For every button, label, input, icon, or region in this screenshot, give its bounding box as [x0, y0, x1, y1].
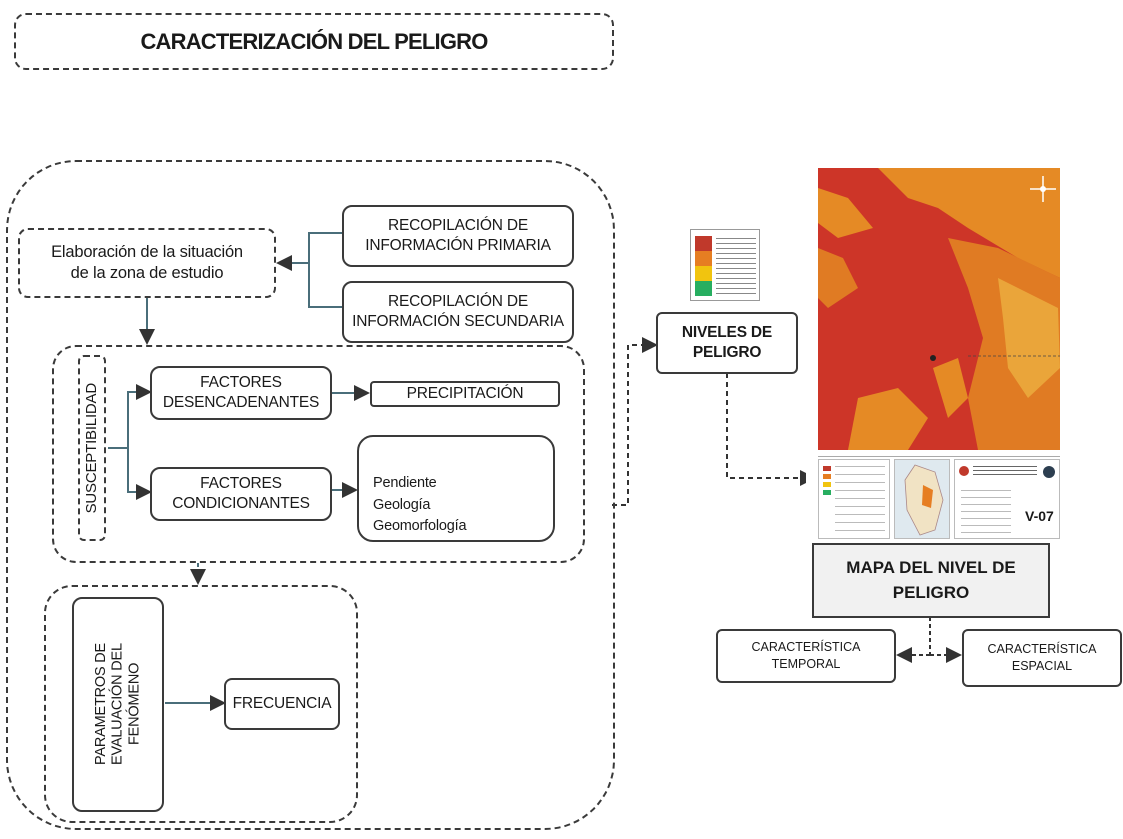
map-legend-swatch-green	[823, 490, 831, 495]
susceptibilidad-box: SUSCEPTIBILIDAD	[78, 355, 106, 541]
condicionantes-list: Pendiente Geología Geomorfología	[373, 474, 467, 535]
caracteristica-espacial-box: CARACTERÍSTICA ESPACIAL	[962, 629, 1122, 687]
precipitacion-label: PRECIPITACIÓN	[406, 384, 524, 402]
map-logo-left	[959, 466, 969, 476]
niveles-legend-thumbnail	[690, 229, 760, 301]
factores-desencadenantes-label: FACTORES DESENCADENANTES	[162, 373, 320, 411]
map-sheet-code: V-07	[1025, 508, 1054, 524]
title-box: CARACTERIZACIÓN DEL PELIGRO	[14, 13, 614, 70]
info-primaria-label: RECOPILACIÓN DE INFORMACIÓN PRIMARIA	[365, 216, 551, 254]
map-title-block: V-07	[954, 459, 1060, 539]
map-logo-right	[1043, 466, 1055, 478]
legend-text-lines	[716, 238, 756, 294]
map-legend-strip: V-07	[818, 456, 1060, 542]
map-legend-panel	[818, 459, 890, 539]
legend-swatch-high	[695, 251, 712, 266]
caracteristica-temporal-label: CARACTERÍSTICA TEMPORAL	[751, 640, 861, 671]
niveles-peligro-box: NIVELES DE PELIGRO	[656, 312, 798, 374]
factores-condicionantes-box: FACTORES CONDICIONANTES	[150, 467, 332, 521]
diagram-title: CARACTERIZACIÓN DEL PELIGRO	[140, 28, 488, 54]
legend-swatch-very-high	[695, 236, 712, 251]
caracteristica-espacial-label: CARACTERÍSTICA ESPACIAL	[987, 642, 1097, 673]
map-area	[818, 168, 1060, 450]
map-title-text-lines	[973, 466, 1037, 478]
niveles-peligro-label: NIVELES DE PELIGRO	[681, 323, 773, 361]
caracteristica-temporal-box: CARACTERÍSTICA TEMPORAL	[716, 629, 896, 683]
map-info-lines	[961, 490, 1011, 534]
frecuencia-label: FRECUENCIA	[232, 694, 332, 712]
factores-condicionantes-label: FACTORES CONDICIONANTES	[172, 474, 310, 512]
parametros-box: PARAMETROS DE EVALUACIÓN DEL FENÓMENO	[72, 597, 164, 812]
legend-swatch-medium	[695, 266, 712, 281]
inset-shape	[904, 464, 944, 536]
info-secundaria-label: RECOPILACIÓN DE INFORMACIÓN SECUNDARIA	[352, 292, 564, 330]
map-legend-text	[835, 466, 885, 536]
precipitacion-box: PRECIPITACIÓN	[370, 381, 560, 407]
hazard-map-image: V-07	[806, 168, 1060, 544]
situacion-label: Elaboración de la situación de la zona d…	[51, 242, 243, 282]
map-legend-swatch-red	[823, 466, 831, 471]
mapa-nivel-peligro-box: MAPA DEL NIVEL DE PELIGRO	[812, 543, 1050, 618]
frecuencia-box: FRECUENCIA	[224, 678, 340, 730]
mapa-nivel-peligro-label: MAPA DEL NIVEL DE PELIGRO	[846, 557, 1016, 602]
susceptibilidad-group	[52, 345, 585, 563]
condicionantes-list-box: Pendiente Geología Geomorfología	[357, 435, 555, 542]
legend-swatch-low	[695, 281, 712, 296]
factores-desencadenantes-box: FACTORES DESENCADENANTES	[150, 366, 332, 420]
map-zones	[818, 168, 1060, 450]
parametros-label: PARAMETROS DE EVALUACIÓN DEL FENÓMENO	[92, 643, 143, 766]
parametros-group	[44, 585, 358, 823]
situacion-box: Elaboración de la situación de la zona d…	[18, 228, 276, 298]
main-process-group	[6, 160, 615, 830]
location-inset-map	[894, 459, 950, 539]
info-primaria-box: RECOPILACIÓN DE INFORMACIÓN PRIMARIA	[342, 205, 574, 267]
info-secundaria-box: RECOPILACIÓN DE INFORMACIÓN SECUNDARIA	[342, 281, 574, 343]
susceptibilidad-label: SUSCEPTIBILIDAD	[83, 382, 101, 514]
map-legend-swatch-yellow	[823, 482, 831, 487]
map-legend-swatch-orange	[823, 474, 831, 479]
